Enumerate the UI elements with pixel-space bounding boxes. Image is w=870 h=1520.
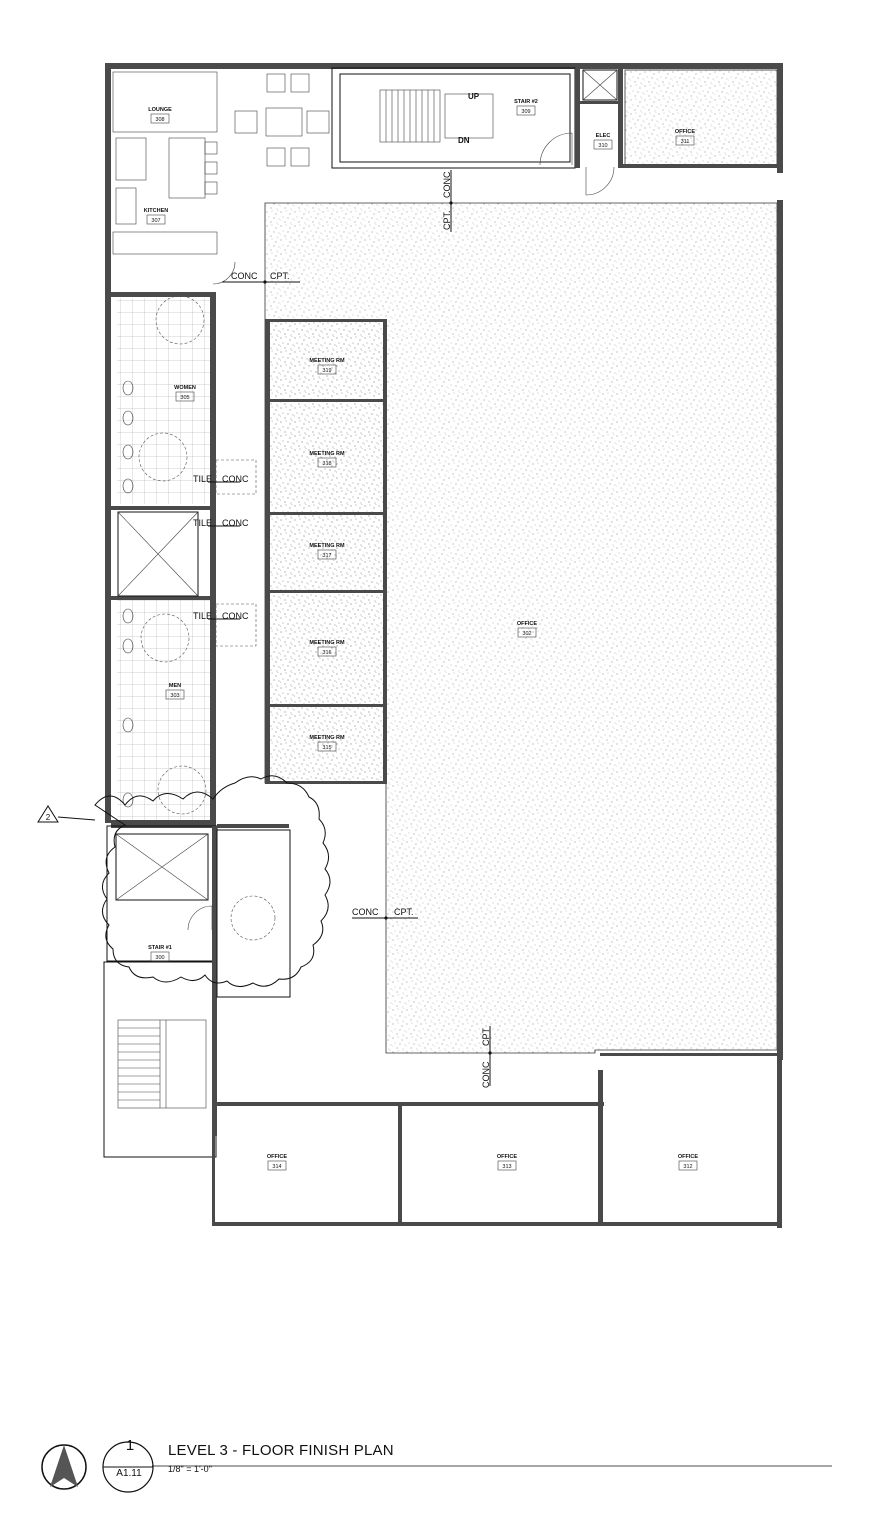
- room-label-318: MEETING RM 318: [309, 451, 345, 468]
- svg-text:310: 310: [598, 143, 607, 149]
- svg-text:312: 312: [683, 1164, 692, 1170]
- stair-up-label: UP: [468, 92, 480, 101]
- finish-label-tile: TILE: [193, 611, 212, 621]
- svg-text:315: 315: [322, 745, 331, 751]
- svg-text:311: 311: [681, 139, 690, 145]
- meeting-317-carpet: [272, 516, 384, 588]
- room-labels: LOUNGE 308 KITCHEN 307 STAIR #2 309 ELEC 310…: [144, 99, 698, 1171]
- finish-label-conc: CONC: [222, 518, 249, 528]
- svg-text:309: 309: [521, 109, 530, 115]
- svg-text:MEETING RM: MEETING RM: [309, 543, 345, 549]
- room-label-309: STAIR #2 309: [514, 99, 538, 116]
- tile-floors: [117, 298, 213, 820]
- room-label-317: MEETING RM 317: [309, 543, 345, 560]
- finish-label-conc: CONC: [231, 271, 258, 281]
- elevator-1: [117, 511, 199, 597]
- svg-text:STAIR #1: STAIR #1: [148, 945, 172, 951]
- stair-2-treads: [379, 89, 494, 143]
- room-label-313: OFFICE 313: [497, 1154, 517, 1171]
- svg-text:302: 302: [522, 631, 531, 637]
- svg-text:WOMEN: WOMEN: [174, 385, 196, 391]
- room-label-303: MEN 303: [165, 683, 185, 700]
- stair-down-label: DN: [458, 136, 470, 145]
- svg-text:LOUNGE: LOUNGE: [148, 107, 172, 113]
- elevator-2: [115, 833, 209, 901]
- room-label-307: KITCHEN 307: [144, 208, 168, 225]
- room-label-302: OFFICE 302: [517, 621, 537, 638]
- finish-transitions: CONC CPT. CONC CPT. TILE CONC TILE CONC …: [193, 170, 492, 1088]
- svg-text:316: 316: [322, 650, 331, 656]
- drawing-title: LEVEL 3 - FLOOR FINISH PLAN: [168, 1442, 394, 1459]
- north-arrow-icon: [50, 1445, 78, 1487]
- finish-label-tile: TILE: [193, 518, 212, 528]
- drawing-scale: 1/8" = 1'-0": [168, 1464, 212, 1474]
- svg-text:MEN: MEN: [169, 683, 181, 689]
- meeting-318-carpet: [272, 403, 384, 510]
- room-label-310: ELEC 310: [593, 133, 613, 150]
- room-label-308: LOUNGE 308: [148, 107, 172, 124]
- room-label-311: OFFICE 311: [675, 129, 695, 146]
- svg-text:OFFICE: OFFICE: [678, 1154, 698, 1160]
- finish-label-conc: CONC: [481, 1061, 491, 1088]
- title-block: 1 A1.11 LEVEL 3 - FLOOR FINISH PLAN 1/8"…: [40, 1430, 840, 1500]
- finish-label-cpt: CPT.: [270, 271, 290, 281]
- finish-label-cpt: CPT.: [394, 907, 414, 917]
- revision-cloud: [37, 775, 331, 987]
- svg-text:MEETING RM: MEETING RM: [309, 735, 345, 741]
- elevator-elec: [582, 69, 618, 101]
- title-block-graphics: [41, 1441, 832, 1493]
- meeting-319-carpet: [272, 322, 384, 398]
- svg-text:305: 305: [180, 395, 189, 401]
- room-label-300: STAIR #1 300: [148, 945, 172, 962]
- svg-text:MEETING RM: MEETING RM: [309, 640, 345, 646]
- lounge-furniture: [112, 71, 330, 255]
- finish-label-cpt: CPT.: [442, 210, 452, 230]
- restroom-fixtures: [122, 295, 207, 815]
- svg-text:KITCHEN: KITCHEN: [144, 208, 168, 214]
- finish-label-conc: CONC: [222, 611, 249, 621]
- office-311-carpet: [624, 69, 778, 167]
- svg-text:MEETING RM: MEETING RM: [309, 451, 345, 457]
- svg-text:OFFICE: OFFICE: [497, 1154, 517, 1160]
- finish-label-cpt: CPT: [481, 1027, 491, 1046]
- svg-text:303: 303: [170, 693, 179, 699]
- room-label-312: OFFICE 312: [678, 1154, 698, 1171]
- svg-text:300: 300: [155, 955, 164, 961]
- svg-text:308: 308: [155, 117, 164, 123]
- svg-text:OFFICE: OFFICE: [267, 1154, 287, 1160]
- door-swings: [187, 132, 615, 931]
- finish-label-conc: CONC: [442, 171, 452, 198]
- women-tile: [117, 298, 213, 504]
- revision-tag: 2: [46, 813, 51, 822]
- men-tile: [117, 598, 213, 820]
- svg-text:319: 319: [322, 368, 331, 374]
- svg-text:317: 317: [322, 553, 331, 559]
- finish-label-conc: CONC: [222, 474, 249, 484]
- room-label-316: MEETING RM 316: [309, 640, 345, 657]
- svg-text:ELEC: ELEC: [596, 133, 611, 139]
- svg-text:OFFICE: OFFICE: [517, 621, 537, 627]
- meeting-315-carpet: [272, 708, 384, 780]
- finish-label-tile: TILE: [193, 474, 212, 484]
- room-label-314: OFFICE 314: [267, 1154, 287, 1171]
- svg-text:OFFICE: OFFICE: [675, 129, 695, 135]
- svg-text:314: 314: [272, 1164, 281, 1170]
- drawing-number: 1: [125, 1437, 135, 1454]
- svg-text:MEETING RM: MEETING RM: [309, 358, 345, 364]
- room-label-315: MEETING RM 315: [309, 735, 345, 752]
- svg-text:318: 318: [322, 461, 331, 467]
- stair-direction-labels: UP DN: [458, 92, 480, 145]
- carpet-areas: [264, 69, 778, 1054]
- room-label-319: MEETING RM 319: [309, 358, 345, 375]
- room-label-305: WOMEN 305: [174, 385, 196, 402]
- svg-text:313: 313: [502, 1164, 511, 1170]
- meeting-316-carpet: [272, 594, 384, 702]
- svg-text:307: 307: [151, 218, 160, 224]
- svg-text:STAIR #2: STAIR #2: [514, 99, 538, 105]
- finish-label-conc: CONC: [352, 907, 379, 917]
- sheet-number: A1.11: [116, 1468, 142, 1479]
- stair-1-treads: [117, 895, 276, 1109]
